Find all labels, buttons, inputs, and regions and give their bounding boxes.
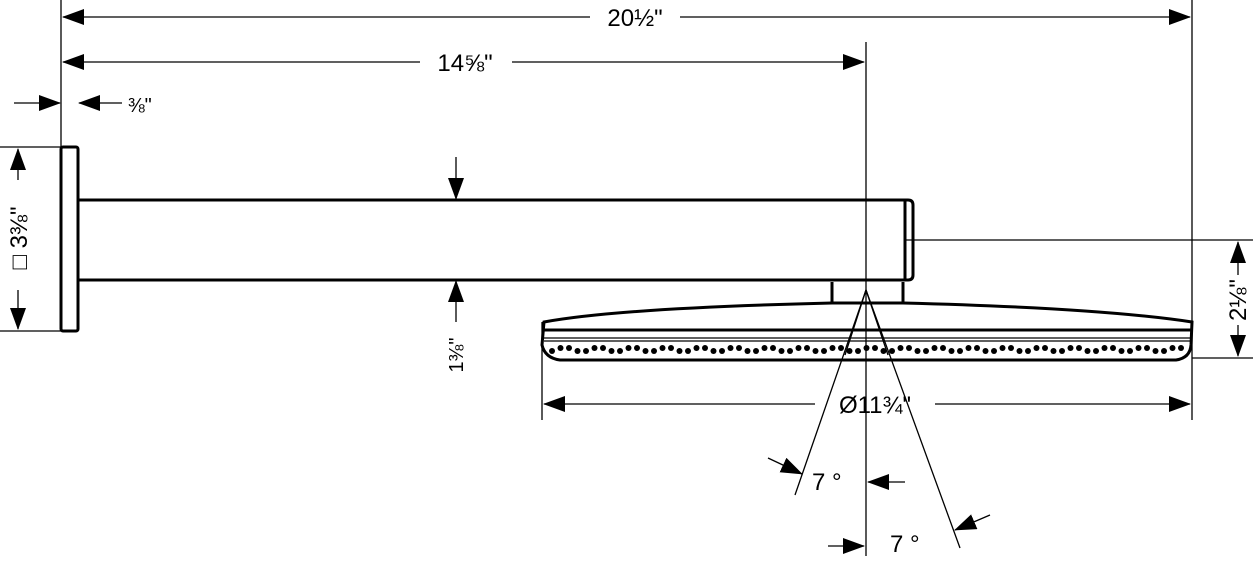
tilt-angle-2-label: 7 ° [890, 531, 920, 558]
nozzle-dot [914, 348, 921, 354]
nozzle-dot [1084, 348, 1091, 354]
nozzle-dot [906, 345, 912, 351]
nozzle-dot [719, 348, 725, 354]
nozzle-dot [1101, 345, 1108, 351]
plate-thickness-label: ⅜" [128, 95, 152, 117]
nozzle-dot [1118, 348, 1125, 354]
head-height-label: 2⅛" [1225, 279, 1252, 321]
nozzle-dot [693, 345, 700, 351]
nozzle-dot [651, 348, 657, 354]
nozzle-dot [897, 345, 904, 351]
nozzle-dot [821, 348, 827, 354]
nozzle-dot [880, 348, 887, 354]
nozzle-dot [1093, 348, 1099, 354]
nozzle-dot [625, 345, 632, 351]
nozzle-dot [642, 348, 649, 354]
wall-plate [59, 145, 80, 333]
nozzle-dot [829, 345, 836, 351]
nozzle-dot [753, 348, 759, 354]
nozzle-dot [957, 348, 963, 354]
nozzle-dot [1025, 348, 1031, 354]
nozzle-dot [1050, 348, 1057, 354]
nozzle-dot [600, 345, 606, 351]
shower-arm [78, 198, 915, 282]
nozzle-dot [940, 345, 946, 351]
nozzle-dot [583, 348, 589, 354]
nozzle-dot [889, 348, 895, 354]
nozzle-dot [923, 348, 929, 354]
nozzle-dot [1178, 345, 1184, 351]
nozzle-dot [702, 345, 708, 351]
nozzle-dot [1144, 345, 1150, 351]
nozzle-dot [608, 348, 615, 354]
head-connector [830, 282, 905, 305]
nozzle-dot [744, 348, 751, 354]
head-diameter-label: Ø11¾" [839, 392, 911, 419]
nozzle-dot [1008, 345, 1014, 351]
nozzle-dot [991, 348, 997, 354]
nozzle-dot [1135, 345, 1142, 351]
nozzle-dot [982, 348, 989, 354]
nozzle-dot [770, 345, 776, 351]
nozzle-dot [838, 345, 844, 351]
nozzle-dot [1042, 345, 1048, 351]
nozzle-dot [931, 345, 938, 351]
nozzle-dot [846, 348, 853, 354]
nozzle-dot [557, 345, 564, 351]
nozzle-dot [761, 345, 768, 351]
nozzle-dot [1152, 348, 1159, 354]
nozzle-dot [676, 348, 683, 354]
nozzle-dot [727, 345, 734, 351]
nozzle-dot [948, 348, 955, 354]
nozzle-dot [974, 345, 980, 351]
nozzle-dot [787, 348, 793, 354]
nozzle-dot [1067, 345, 1074, 351]
nozzle-dot [1110, 345, 1116, 351]
nozzle-dot [549, 348, 555, 354]
nozzle-dot [685, 348, 691, 354]
nozzle-dot [566, 345, 572, 351]
nozzle-dot [1127, 348, 1133, 354]
plate-size-label: □ 3⅜" [6, 206, 33, 269]
overall-length-label: 20½" [607, 5, 662, 32]
nozzle-dot [736, 345, 742, 351]
nozzle-dot [1059, 348, 1065, 354]
nozzle-dot [659, 345, 666, 351]
nozzle-dot [812, 348, 819, 354]
arm-projection-label: 14⅝" [437, 50, 492, 77]
nozzle-dot [1076, 345, 1082, 351]
nozzle-dot [710, 348, 717, 354]
nozzle-dot [1033, 345, 1040, 351]
nozzle-dot [965, 345, 972, 351]
nozzle-dot [591, 345, 598, 351]
nozzle-dot [795, 345, 802, 351]
nozzle-dot [855, 348, 861, 354]
tilt-angle-1-label: 7 ° [812, 469, 842, 496]
arm-height-label: 1⅜" [446, 338, 468, 373]
nozzle-dot [999, 345, 1006, 351]
nozzle-dot [634, 345, 640, 351]
nozzle-dot [778, 348, 785, 354]
nozzle-dot [574, 348, 581, 354]
nozzle-dot [1161, 348, 1167, 354]
nozzle-dot [1016, 348, 1023, 354]
nozzle-dot [1169, 345, 1176, 351]
nozzle-dot [668, 345, 674, 351]
nozzle-dot [804, 345, 810, 351]
nozzle-dot [872, 345, 878, 351]
shower-head [540, 301, 1194, 362]
nozzle-dot [617, 348, 623, 354]
